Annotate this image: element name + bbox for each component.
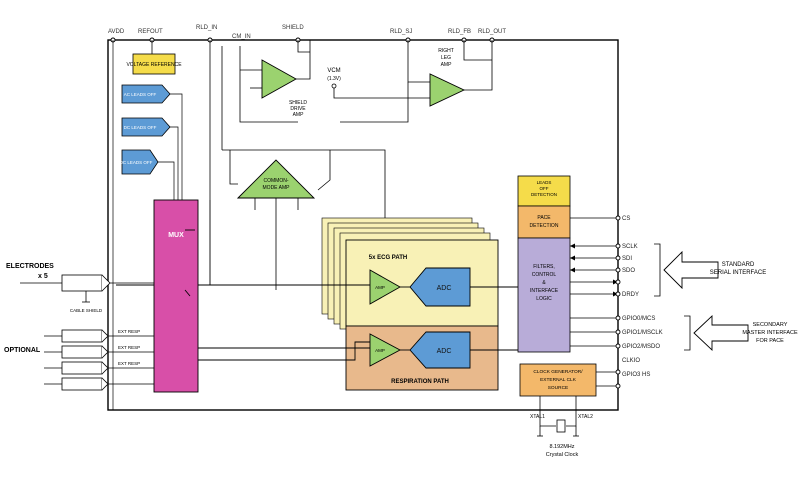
pin-rld-in: RLD_IN — [196, 25, 217, 31]
electrodes-count: x 5 — [38, 273, 48, 280]
resp-amp-label: AMP — [375, 348, 385, 353]
lead-off-detect-1 — [121, 84, 171, 104]
voltage-reference-label: VOLTAGE REFERENCE — [126, 62, 182, 68]
voltage-reference-block — [132, 53, 176, 75]
leads-off-detection-label-1: LEADS — [537, 180, 552, 185]
shield-drive-amp — [261, 59, 297, 99]
right-pin-7: GPIO2/MSDO — [622, 344, 660, 350]
optional-label: OPTIONAL — [4, 347, 41, 354]
filters-logic-label-3: & — [542, 280, 546, 286]
pace-detection-label-1: PACE — [537, 215, 551, 221]
filters-logic-block — [517, 237, 571, 353]
pace-detection-label-2: DETECTION — [530, 223, 559, 229]
clock-generator-label-3: SOURCE — [548, 385, 569, 391]
secondary-interface-label-3: FOR PACE — [756, 338, 784, 344]
shield-amp-label-1: SHIELD — [289, 100, 307, 106]
common-mode-amp-label-1: COMMON- — [264, 178, 289, 184]
common-mode-amp-label-2: MODE AMP — [263, 185, 291, 191]
clock-generator-label-2: EXTERNAL CLK — [540, 377, 577, 383]
ext-resp-label-1: EXT RESP — [118, 329, 140, 334]
leads-off-detection-label-2: OFF — [540, 186, 549, 191]
right-pin-4: DRDY — [622, 292, 639, 298]
ecg-amp — [369, 269, 401, 305]
clock-generator-block — [519, 363, 597, 397]
vcm-label: VCM — [327, 68, 340, 74]
filters-logic-label-5: LOGIC — [536, 296, 552, 302]
serial-bracket — [654, 243, 661, 297]
clock-generator-label-1: CLOCK GENERATOR/ — [533, 369, 583, 375]
ext-resp-label-3: EXT RESP — [118, 361, 140, 366]
lead-off-detect-group: AC LEADS OFF DC LEADS OFF DC LEADS OFF — [120, 84, 171, 175]
ext-resp-label-2: EXT RESP — [118, 345, 140, 350]
ecg-path-label: 5x ECG PATH — [369, 255, 407, 261]
right-pin-0: CS — [622, 216, 630, 222]
lead-off-detect-1-label: AC LEADS OFF — [124, 92, 157, 97]
pin-refout: REFOUT — [138, 29, 163, 35]
crystal-label-2: Crystal Clock — [546, 452, 579, 458]
right-pin-3: SDO — [622, 268, 635, 274]
cable-shield-label: CABLE SHIELD — [70, 308, 103, 313]
electrodes-label: ELECTRODES — [6, 263, 54, 270]
secondary-interface-arrow — [693, 314, 749, 352]
pin-rld-out: RLD_OUT — [478, 29, 506, 35]
serial-interface-label-2: SERIAL INTERFACE — [710, 270, 766, 276]
shield-amp-label-3: AMP — [293, 112, 305, 118]
ecg-path-stack — [321, 217, 499, 330]
respiration-path-label: RESPIRATION PATH — [391, 379, 449, 385]
right-leg-amp-label-2: LEG — [441, 55, 451, 61]
right-pin-1: SCLK — [622, 244, 638, 250]
mux-block — [153, 199, 199, 393]
right-leg-amp — [429, 73, 466, 107]
lead-off-detect-2 — [121, 117, 171, 137]
secondary-interface-label-2: MASTER INTERFACE — [742, 330, 798, 336]
xtal1-label: XTAL1 — [530, 414, 545, 420]
right-pin-8: CLKIO — [622, 358, 640, 364]
right-leg-amp-label-1: RIGHT — [438, 48, 454, 54]
filters-logic-label-1: FILTERS, — [533, 264, 555, 270]
pin-avdd: AVDD — [108, 29, 125, 35]
pin-shield: SHIELD — [282, 25, 304, 31]
serial-interface-arrow — [663, 250, 719, 290]
serial-interface-label-1: STANDARD — [722, 262, 755, 268]
pace-detection-block — [517, 205, 571, 239]
leads-off-detection-label-3: DETECTION — [531, 192, 557, 197]
right-pin-5: GPIO0/MCS — [622, 316, 655, 322]
xtal2-label: XTAL2 — [578, 414, 593, 420]
electrode-connector — [61, 274, 111, 292]
pin-rld-fb: RLD_FB — [448, 29, 471, 35]
leads-off-detection-block — [517, 175, 571, 207]
lead-off-detect-2-label: DC LEADS OFF — [124, 125, 157, 130]
lead-off-detect-3-label: DC LEADS OFF — [120, 160, 153, 165]
pin-rld-sj: RLD_SJ — [390, 29, 412, 35]
secondary-bracket — [684, 315, 691, 351]
right-pin-6: GPIO1/MSCLK — [622, 330, 663, 336]
secondary-interface-label-1: SECONDARY — [753, 322, 788, 328]
right-leg-amp-label-3: AMP — [441, 62, 453, 68]
ecg-adc-label: ADC — [437, 285, 452, 292]
resp-amp — [369, 333, 401, 367]
crystal-label-1: 8.192MHz — [549, 444, 574, 450]
optional-connectors — [61, 329, 109, 391]
mux-label: MUX — [168, 232, 184, 239]
shield-amp-label-2: DRIVE — [290, 106, 306, 112]
resp-adc-label: ADC — [437, 348, 452, 355]
right-pin-2: SDI — [622, 256, 632, 262]
filters-logic-label-4: INTERFACE — [530, 288, 559, 294]
pin-cm-in: CM_IN — [232, 34, 251, 40]
filters-logic-label-2: CONTROL — [532, 272, 557, 278]
ecg-amp-label: AMP — [375, 285, 385, 290]
lead-off-detect-3 — [121, 149, 159, 175]
vcm-sub-label: (1.3V) — [327, 76, 341, 82]
right-pin-9: GPIO3 HS — [622, 372, 650, 378]
